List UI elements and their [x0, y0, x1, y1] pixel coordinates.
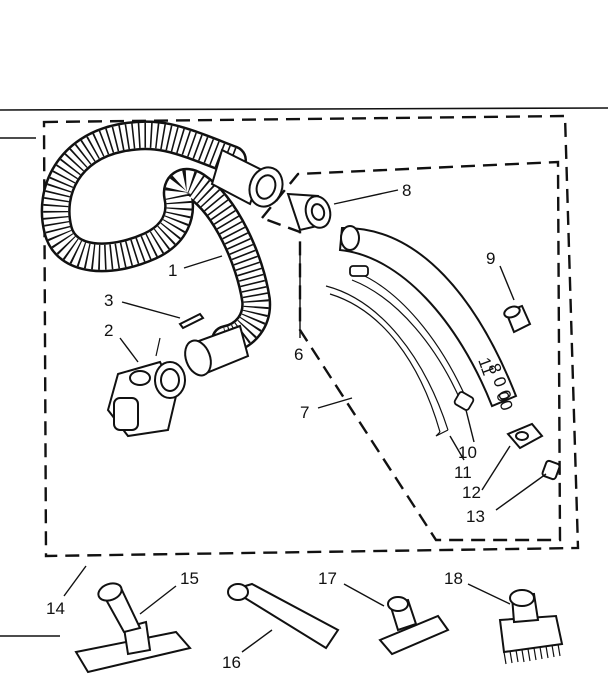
callout-13: 13 [466, 507, 485, 526]
switch-part [541, 459, 561, 481]
callout-6: 6 [294, 345, 303, 364]
top-rule [0, 107, 608, 111]
pin-part [178, 312, 205, 330]
floor-tool-part [74, 582, 192, 674]
leader-1 [183, 255, 223, 269]
leader-2 [119, 337, 139, 363]
callout-11: 11 [454, 463, 472, 482]
leader-11 [449, 435, 465, 461]
hose-cuff-bottom [184, 324, 250, 377]
callout-1: 1 [168, 261, 177, 280]
leader-9 [499, 265, 515, 301]
swivel-connector-part [106, 360, 186, 438]
hose-kit-boundary [42, 114, 580, 558]
leader-3 [121, 301, 181, 319]
callout-14: 14 [46, 599, 65, 618]
callout-2: 2 [104, 321, 113, 340]
leader-13 [495, 473, 547, 511]
wire-harness-part [349, 265, 475, 411]
leader-8 [333, 189, 399, 205]
callout-10: 10 [458, 443, 477, 462]
crevice-tool-part [227, 582, 340, 650]
wire-channel-part [325, 285, 449, 437]
callout-9: 9 [486, 249, 495, 268]
swivel-guide-line [155, 337, 161, 357]
callout-12: 12 [462, 483, 481, 502]
hose-ribs [43, 122, 269, 353]
upholstery-tool-part [378, 596, 450, 656]
callout-7: 7 [300, 403, 309, 422]
curved-wand-part [338, 225, 518, 408]
wand-coupling-part [286, 192, 332, 232]
callout-16: 16 [222, 653, 241, 672]
hose-part [40, 120, 284, 377]
leader-10 [465, 409, 475, 443]
brush-bristles [503, 643, 561, 665]
callout-8: 8 [402, 181, 411, 200]
leader-15 [139, 585, 177, 615]
leader-14 [63, 565, 87, 597]
leader-lines [63, 189, 547, 653]
callout-17: 17 [318, 569, 337, 588]
leader-12 [481, 445, 511, 491]
cap-part [503, 304, 532, 334]
leader-16 [241, 629, 273, 653]
callout-18: 18 [444, 569, 463, 588]
callout-labels: 1 2 3 6 7 8 9 10 11 12 13 14 15 16 17 18 [46, 181, 495, 672]
hose-cuff-top [210, 148, 284, 208]
leader-7 [317, 397, 353, 409]
wand-marking-1: 11 [474, 355, 498, 378]
callout-15: 15 [180, 569, 199, 588]
clip-part [506, 422, 544, 450]
leader-17 [343, 583, 385, 607]
leader-18 [467, 583, 511, 605]
callout-3: 3 [104, 291, 113, 310]
dusting-brush-part [498, 589, 564, 654]
